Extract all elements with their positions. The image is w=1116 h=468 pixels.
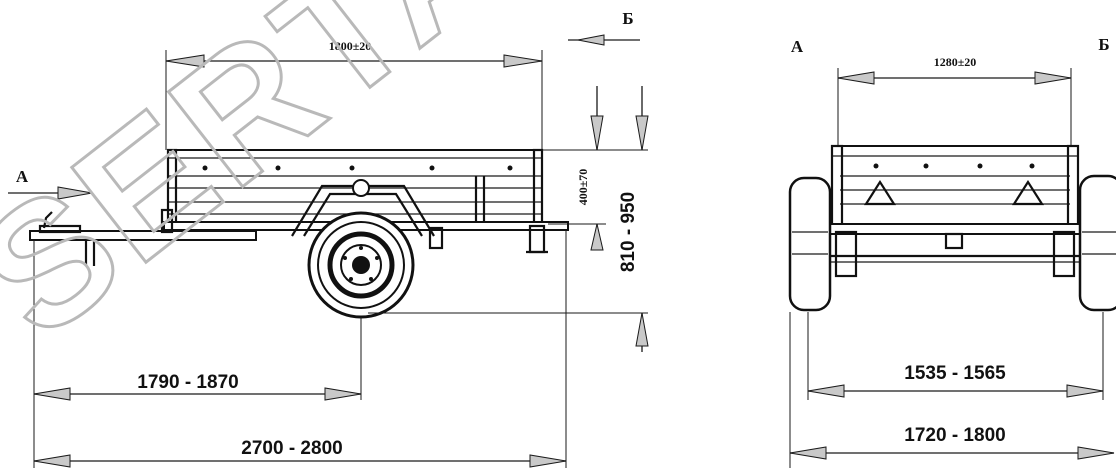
drawbar [29,208,257,266]
rear-view: А Б 1280±20 [788,35,1116,468]
rear-wheel-left [788,176,832,312]
dimension-total-height: 810 - 950 [368,86,649,352]
dim-track-width-label: 1535 - 1565 [904,363,1006,384]
dimension-side-height: 400±70 [542,86,648,251]
rear-view-b-label: Б [1098,35,1109,54]
dim-inner-width-label: 1280±20 [934,55,977,69]
rear-wheel-right [1078,174,1116,312]
wheel [307,211,415,319]
dim-total-width-label: 1720 - 1800 [904,425,1005,446]
view-a-label: А [16,167,29,186]
dim-side-height-label: 400±70 [576,169,590,206]
dim-length-top-label: 1800±20 [329,39,372,53]
dimension-axle-position: 1790 - 1870 [33,240,362,468]
dimension-track-width: 1535 - 1565 [807,312,1104,400]
view-arrow-a: А [8,167,93,200]
view-b-label: Б [622,9,633,28]
rear-view-a-label: А [791,37,804,56]
dimension-inner-width: 1280±20 [837,55,1072,146]
side-view: 1800±20 Б А [8,9,649,468]
dimension-total-width: 1720 - 1800 [789,312,1115,468]
dimension-length-top: 1800±20 [165,39,543,150]
rear-body [825,144,1085,278]
dim-total-height-label: 810 - 950 [618,192,639,272]
dimension-total-length: 2700 - 2800 [33,230,567,468]
dim-axle-position-label: 1790 - 1870 [137,372,238,393]
dim-total-length-label: 2700 - 2800 [241,438,342,459]
view-arrow-b: Б [568,9,640,46]
